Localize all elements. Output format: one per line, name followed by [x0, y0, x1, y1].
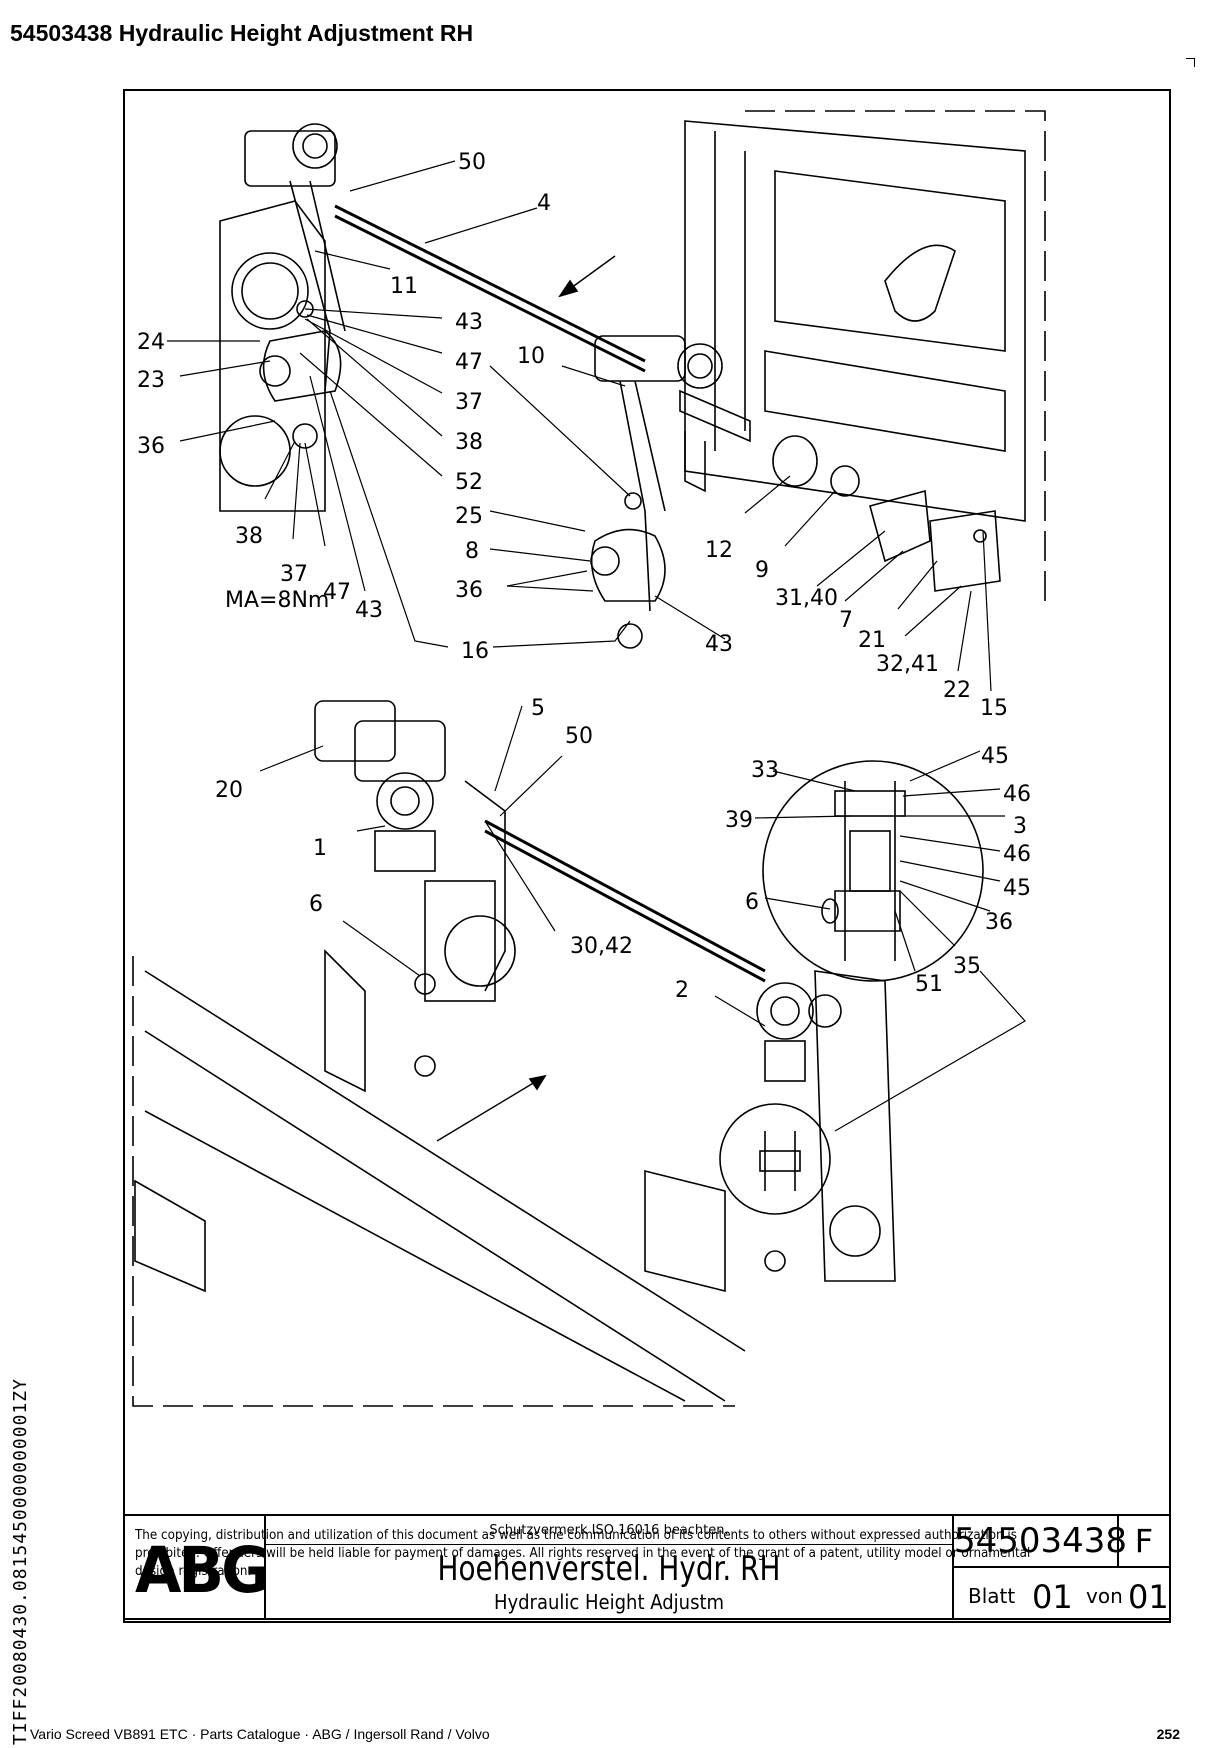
callout-label: 32,41: [876, 652, 939, 677]
drawing-title-german: Hoehenverstel. Hydr. RH: [437, 1549, 781, 1589]
callout-label: 50: [458, 150, 486, 175]
callout-label: 46: [1003, 782, 1031, 807]
drawing-frame: 50 4 11 43 47 37 38 52 25 8 36 16 24 23 …: [123, 89, 1171, 1623]
sheet-info: Blatt 01 von 01: [954, 1568, 1169, 1620]
callout-label: 43: [355, 598, 383, 623]
callout-label: 38: [235, 524, 263, 549]
title-cell: Schutzvermerk ISO 16016 beachten. Hoehen…: [266, 1516, 954, 1620]
exploded-parts-drawing: 50 4 11 43 47 37 38 52 25 8 36 16 24 23 …: [132, 110, 1046, 1407]
callout-label: 2: [675, 978, 689, 1003]
callout-label: 22: [943, 678, 971, 703]
sheet-label: Blatt: [968, 1584, 1016, 1608]
callout-label: 37: [280, 562, 308, 587]
document-info-cell: 54503438 F Blatt 01 von 01: [954, 1516, 1169, 1620]
callout-label: 45: [1003, 876, 1031, 901]
callout-label: 8: [465, 539, 479, 564]
callout-label: 25: [455, 504, 483, 529]
abg-logo: ABG: [135, 1534, 270, 1608]
callout-label: 9: [755, 558, 769, 583]
callout-label: 46: [1003, 842, 1031, 867]
callout-label: 45: [981, 744, 1009, 769]
callout-label: 6: [745, 890, 759, 915]
callout-label: 37: [455, 390, 483, 415]
legal-notice: The copying, distribution and utilizatio…: [135, 1528, 1031, 1579]
callout-label: 50: [565, 724, 593, 749]
callout-label: 3: [1013, 814, 1027, 839]
callout-label: 24: [137, 330, 165, 355]
callout-label: 52: [455, 470, 483, 495]
sheet-total: 01: [1128, 1578, 1169, 1616]
page-title: 54503438 Hydraulic Height Adjustment RH: [10, 20, 474, 46]
callout-label: 31,40: [775, 586, 838, 611]
callout-label: 10: [517, 344, 545, 369]
callout-label: 6: [309, 892, 323, 917]
callout-label: 47: [455, 350, 483, 375]
callout-label: 43: [455, 310, 483, 335]
callout-label: 51: [915, 972, 943, 997]
callout-label: 4: [537, 191, 551, 216]
callout-label: 47: [323, 580, 351, 605]
callout-label: 21: [858, 628, 886, 653]
callout-label: 30,42: [570, 934, 633, 959]
drawing-title-english: Hydraulic Height Adjustm: [493, 1590, 725, 1614]
callout-label: 12: [705, 538, 733, 563]
callout-label: MA=8Nm: [225, 588, 329, 613]
callout-label: 20: [215, 778, 243, 803]
callout-label: 7: [839, 608, 853, 633]
callout-label: 36: [985, 910, 1013, 935]
callout-label: 39: [725, 808, 753, 833]
revision-letter: F: [1119, 1516, 1169, 1568]
callout-label: 43: [705, 632, 733, 657]
of-label: von: [1086, 1584, 1123, 1608]
document-number: 54503438: [954, 1516, 1127, 1568]
callout-label: 36: [455, 578, 483, 603]
callout-label: 16: [461, 639, 489, 664]
callout-label: 36: [137, 434, 165, 459]
title-block: ABG Schutzvermerk ISO 16016 beachten. Ho…: [125, 1514, 1169, 1623]
title-block-main-row: ABG Schutzvermerk ISO 16016 beachten. Ho…: [125, 1514, 1169, 1620]
divider: [266, 1544, 952, 1545]
callout-label: 1: [313, 836, 327, 861]
corner-mark: [1186, 58, 1195, 67]
callout-label: 5: [531, 696, 545, 721]
iso-notice: Schutzvermerk ISO 16016 beachten.: [489, 1523, 729, 1538]
callout-label: 15: [980, 696, 1008, 721]
sheet-number: 01: [1032, 1578, 1073, 1616]
callout-label: 23: [137, 368, 165, 393]
callout-label: 38: [455, 430, 483, 455]
page-number: 252: [1156, 1726, 1180, 1742]
logo-cell: ABG: [125, 1516, 270, 1620]
callout-label: 11: [390, 274, 418, 299]
callout-label: 35: [953, 954, 981, 979]
footer-text: Vario Screed VB891 ETC · Parts Catalogue…: [30, 1726, 490, 1742]
callout-label: 33: [751, 758, 779, 783]
side-file-code: TIFF20080430.0815450000000001ZY: [10, 1378, 31, 1745]
